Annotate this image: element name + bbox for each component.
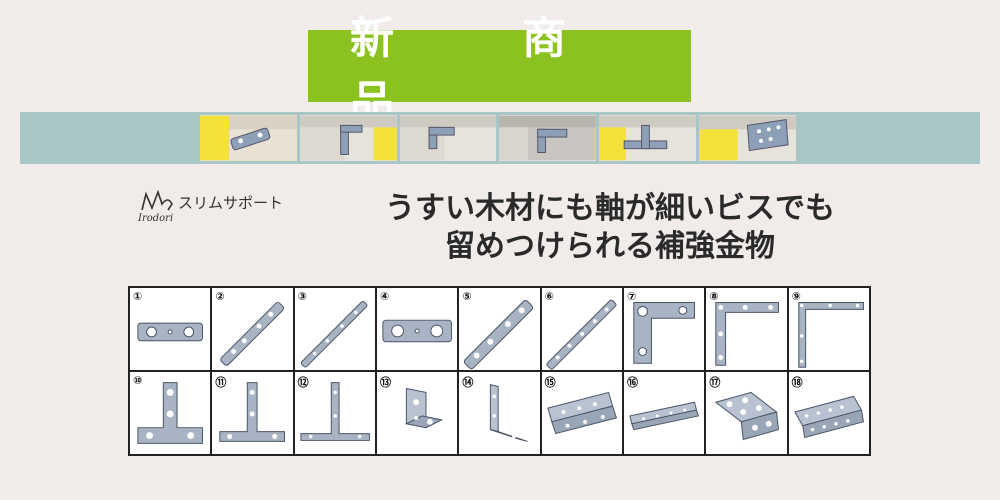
product-number: ② — [215, 290, 225, 303]
badge-title: 新 商 品 — [350, 13, 694, 128]
product-number: ④ — [380, 290, 390, 303]
product-number: ⑫ — [297, 376, 309, 389]
usage-thumb-5 — [599, 115, 697, 161]
product-cell-7[interactable]: ⑦ — [623, 287, 706, 371]
brand-sub: Irodori — [138, 213, 174, 224]
product-cell-2[interactable]: ② — [211, 287, 294, 371]
usage-thumbnails — [200, 115, 796, 161]
product-cell-3[interactable]: ③ — [293, 287, 376, 371]
product-number: ⑦ — [627, 290, 637, 303]
product-cell-5[interactable]: ⑤ — [458, 287, 541, 371]
product-cell-16[interactable]: ⑯ — [623, 371, 706, 455]
headline-line-1: うすい木材にも軸が細いビスでも — [385, 191, 835, 226]
brand-logo-icon — [141, 189, 173, 211]
product-number: ⑩ — [133, 374, 143, 387]
product-number: ⑥ — [544, 290, 554, 303]
product-number: ⑪ — [215, 376, 227, 389]
product-number: ⑮ — [544, 376, 556, 389]
product-number: ⑯ — [627, 376, 638, 389]
product-number: ③ — [297, 290, 307, 303]
product-cell-11[interactable]: ⑪ — [211, 371, 294, 455]
product-cell-18[interactable]: ⑱ — [787, 371, 870, 455]
product-number: ⑨ — [791, 290, 801, 303]
product-cell-4[interactable]: ④ — [376, 287, 459, 371]
product-number: ⑭ — [462, 376, 474, 389]
headline: うすい木材にも軸が細いビスでも 留めつけられる補強金物 — [330, 190, 890, 266]
brand-block: スリムサポート Irodori — [138, 186, 318, 226]
product-cell-9[interactable]: ⑨ — [787, 287, 870, 371]
new-product-badge: 新 商 品 — [308, 13, 691, 128]
product-cell-8[interactable]: ⑧ — [705, 287, 788, 371]
product-number: ⑰ — [709, 376, 721, 389]
product-cell-6[interactable]: ⑥ — [540, 287, 623, 371]
product-cell-14[interactable]: ⑭ — [458, 371, 541, 455]
product-number: ⑧ — [709, 290, 719, 303]
usage-thumb-3 — [399, 115, 497, 161]
product-cell-1[interactable]: ① — [129, 287, 212, 371]
product-number: ① — [133, 290, 143, 303]
product-cell-13[interactable]: ⑬ — [376, 371, 459, 455]
product-number: ⑤ — [462, 290, 472, 303]
product-cell-12[interactable]: ⑫ — [293, 371, 376, 455]
product-cell-15[interactable]: ⑮ — [540, 371, 623, 455]
usage-thumb-2 — [299, 115, 397, 161]
headline-line-2: 留めつけられる補強金物 — [445, 229, 775, 264]
product-cell-10[interactable]: ⑩ — [129, 371, 212, 455]
product-number: ⑬ — [380, 376, 391, 389]
usage-thumb-4 — [499, 115, 597, 161]
usage-thumb-6 — [699, 115, 796, 161]
product-number: ⑱ — [791, 376, 803, 389]
brand-name: スリムサポート — [178, 194, 284, 212]
usage-thumb-1 — [200, 115, 297, 161]
product-grid: ① ② ③ ④ ⑤ ⑥ ⑦ ⑧ ⑨ ⑩ ⑪ ⑫ ⑬ ⑭ ⑮ ⑯ ⑰ ⑱ — [128, 286, 871, 456]
product-cell-17[interactable]: ⑰ — [705, 371, 788, 455]
